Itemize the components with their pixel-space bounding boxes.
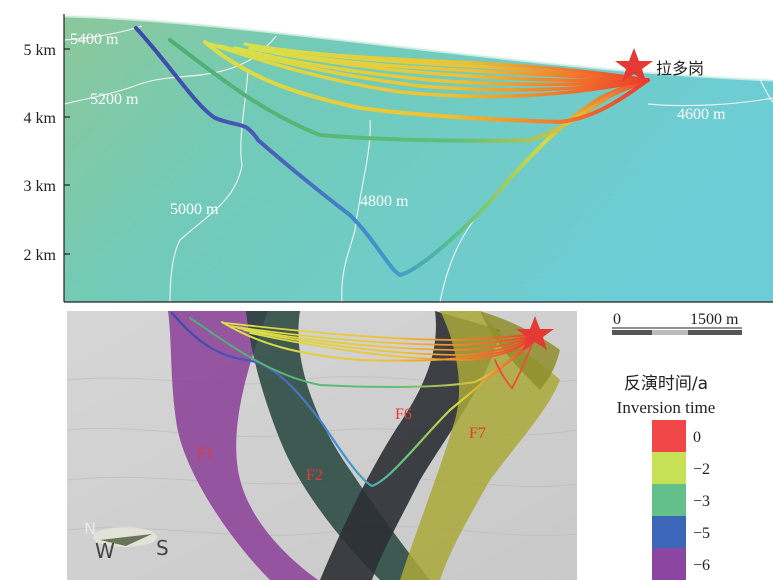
trajectory-3d-loop (221, 321, 535, 362)
trajectory-shallow-3 (233, 46, 650, 87)
y-tick-label-2km: 2 km (24, 247, 57, 264)
legend-label-minus3: −3 (693, 493, 710, 510)
flow-trajectories (134, 26, 650, 278)
trajectory-shallow-1 (208, 42, 650, 99)
contour-label-5400: 5400 m (70, 31, 119, 48)
legend-label-minus2: −2 (693, 461, 710, 478)
y-tick-labels: 5 km 4 km 3 km 2 km (24, 42, 57, 264)
trajectory-3d-shallow-5 (249, 332, 536, 361)
contour-label-4600: 4600 m (677, 106, 726, 123)
legend-label-minus6: −6 (693, 557, 710, 574)
compass-north: N (84, 519, 96, 538)
legend-title-en: Inversion time (617, 398, 716, 417)
trajectory-mid-U (168, 38, 650, 143)
scale-bar: 0 1500 m (612, 311, 742, 335)
top-panel: 5 km 4 km 3 km 2 km 5400 m 5200 m 5000 m… (24, 14, 773, 303)
y-tick-label-4km: 4 km (24, 110, 57, 127)
fault-f7 (400, 311, 560, 580)
compass-needle-icon (100, 534, 152, 546)
scale-segment-dark-1 (612, 330, 652, 335)
bottom-panel: F1 F2 F6 F7 N W S (66, 311, 578, 580)
legend-label-0: 0 (693, 429, 701, 446)
fault-label-f6: F6 (395, 406, 412, 423)
legend-title-cn: 反演时间/a (624, 374, 708, 394)
scale-segment-dark-2 (688, 330, 742, 335)
compass-west: W (95, 539, 115, 563)
legend-swatch-minus2 (652, 452, 686, 484)
trajectory-3d-return (494, 335, 536, 390)
legend: 反演时间/a Inversion time 0 −2 −3 −5 −6 (617, 374, 716, 580)
fault-f6 (320, 311, 500, 580)
legend-swatch-minus5 (652, 516, 686, 548)
top-axes (63, 14, 773, 303)
fault-f2 (246, 311, 430, 580)
site-label: 拉多岗 (656, 59, 704, 78)
contour-5000 (169, 69, 249, 303)
trajectory-shallow-7 (243, 42, 650, 82)
scale-label-zero: 0 (613, 311, 621, 328)
terrain-top-edge (63, 14, 773, 82)
contour-4800 (341, 119, 371, 303)
y-tick-label-3km: 3 km (24, 178, 57, 195)
trajectories-3d (170, 311, 536, 488)
trajectory-lower-loop (203, 40, 650, 125)
compass: N W S (84, 519, 169, 563)
trajectory-shallow-5 (263, 48, 650, 82)
trajectory-3d-deep (170, 311, 532, 488)
trajectory-3d-shallow-1 (224, 322, 536, 341)
contour-label-5000: 5000 m (170, 201, 219, 218)
legend-swatch-minus6 (652, 548, 686, 580)
trajectory-shallow-2 (218, 44, 650, 92)
legend-swatch-minus3 (652, 484, 686, 516)
fault-label-f7: F7 (469, 425, 486, 442)
fault-label-f2: F2 (306, 467, 323, 484)
site-star-icon (615, 48, 653, 82)
trajectory-3d-shallow-4 (243, 329, 536, 356)
legend-items: 0 −2 −3 −5 −6 (652, 420, 710, 580)
fault-label-f1: F1 (197, 445, 214, 462)
contour-4600 (647, 79, 773, 107)
scale-label-max: 1500 m (690, 311, 739, 328)
site-star-3d-icon (516, 316, 554, 350)
contour-labels: 5400 m 5200 m 5000 m 4800 m 4600 m (70, 31, 726, 218)
trajectory-3d-shallow-3 (237, 327, 536, 351)
contour-5400 (63, 25, 143, 41)
scale-segment-light (652, 330, 688, 335)
fault-labels: F1 F2 F6 F7 (197, 406, 486, 484)
y-tick-label-5km: 5 km (24, 42, 57, 59)
compass-south: S (156, 536, 169, 560)
trajectory-3d-shallow-2 (229, 325, 536, 346)
legend-swatch-0 (652, 420, 686, 452)
legend-label-minus5: −5 (693, 525, 710, 542)
contour-label-5200: 5200 m (90, 91, 139, 108)
contour-label-4800: 4800 m (360, 193, 409, 210)
fault-f1 (168, 311, 318, 580)
